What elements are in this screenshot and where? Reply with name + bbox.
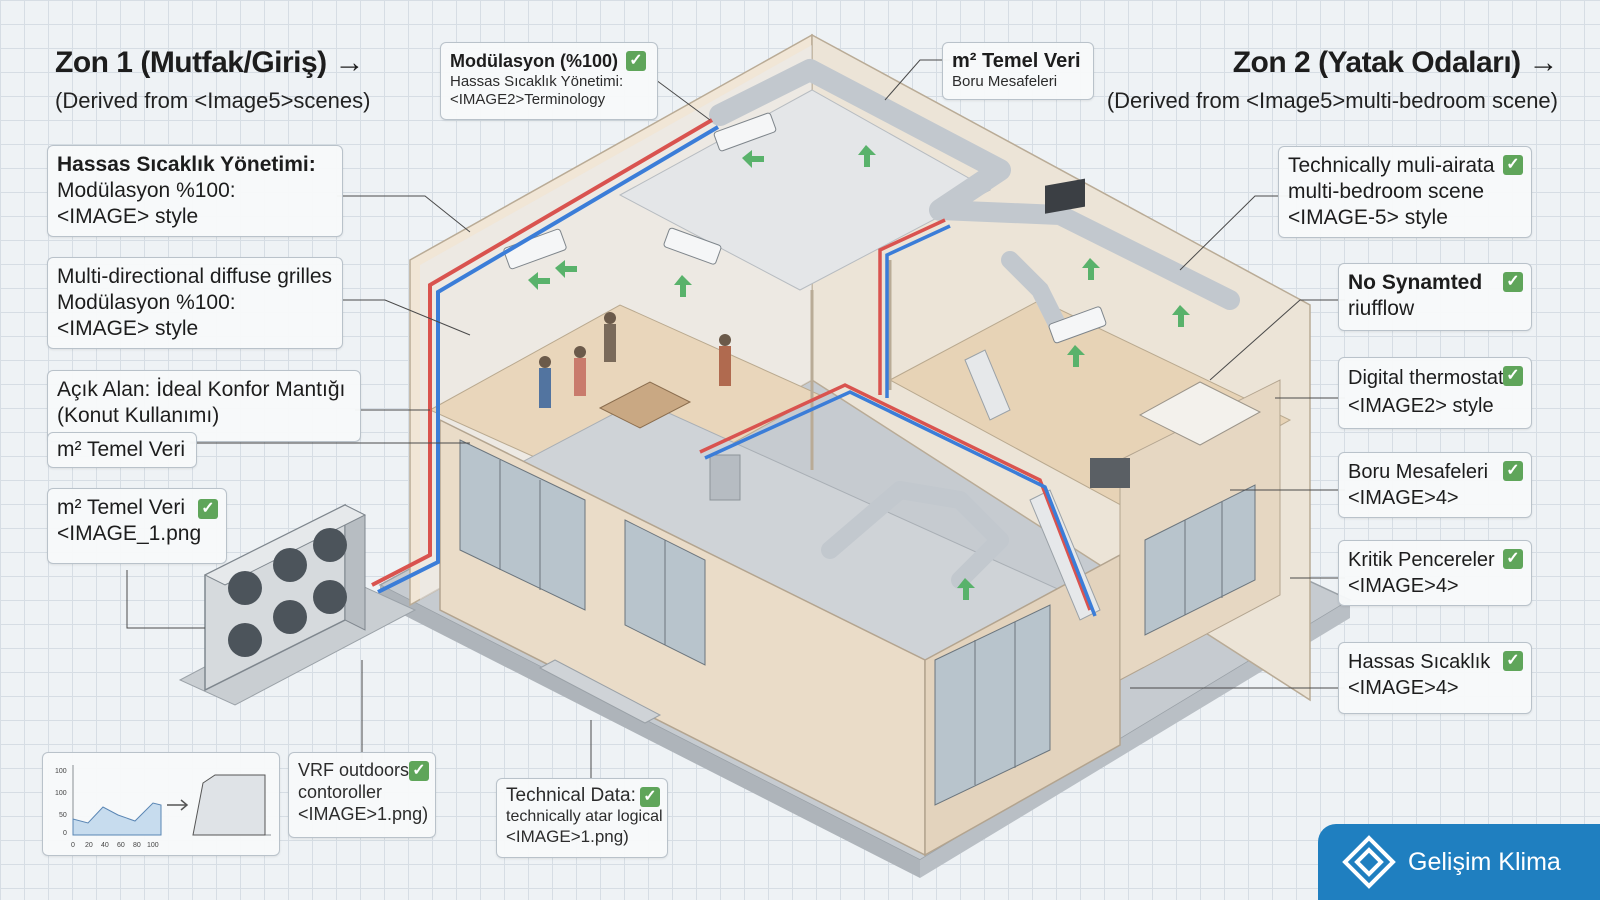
vrf-outdoor-unit [203, 503, 367, 692]
brand-name: Gelişim Klima [1408, 848, 1561, 876]
callout-vrf-outdoor-controller: VRF outdoors contoroller <IMAGE>1.png) ✓ [288, 752, 436, 838]
mini-chart-area [72, 802, 162, 836]
callout-technically-muli-airata: Technically muli-airata multi-bedroom sc… [1278, 146, 1532, 238]
return-pipe [377, 125, 720, 594]
check-icon: ✓ [1503, 366, 1523, 386]
callout-hassas-sicaklik: Hassas Sıcaklık <IMAGE>4> ✓ [1338, 642, 1532, 714]
callout-m2-temel-veri: m² Temel Veri <IMAGE_1.png ✓ [47, 488, 227, 564]
zone2-subtitle: (Derived from <Image5>multi-bedroom scen… [1106, 88, 1558, 113]
callout-line: (Konut Kullanımı) [57, 404, 220, 427]
duct-upper [709, 59, 1011, 221]
mini-chart: 100 100 50 0 0 20 40 60 80 100 [55, 765, 271, 849]
callout-line: riufflow [1348, 297, 1415, 320]
callout-line: <IMAGE> style [57, 317, 199, 340]
callout-line: <IMAGE_1.png [57, 522, 202, 545]
diamond-logo-icon [1342, 835, 1396, 889]
callout-line: <IMAGE>4> [1348, 677, 1459, 699]
callout-digital-thermostat: Digital thermostat <IMAGE2> style ✓ [1338, 357, 1532, 429]
brand-badge: Gelişim Klima [1318, 824, 1600, 900]
callout-acik-alan-m2: m² Temel Veri [47, 432, 197, 468]
callout-line: VRF outdoors [298, 760, 410, 780]
callout-multi-directional-grilles: Multi-directional diffuse grilles Modüla… [47, 257, 343, 349]
callout-line: <IMAGE>4> [1348, 575, 1459, 597]
callout-modulasyon: Modülasyon (%100) Hassas Sıcaklık Yöneti… [440, 42, 658, 120]
callout-line: <IMAGE2>Terminology [450, 91, 606, 108]
xtick: 40 [101, 842, 109, 849]
ytick: 0 [63, 830, 67, 837]
xtick: 100 [147, 842, 159, 849]
callout-kritik-pencereler: Kritik Pencereler <IMAGE>4> ✓ [1338, 540, 1532, 606]
arrow-right-icon [167, 799, 189, 811]
callout-line: <IMAGE2> style [1348, 395, 1494, 417]
callout-title: No Synamted [1348, 271, 1483, 294]
callout-acik-alan: Açık Alan: İdeal Konfor Mantığı (Konut K… [47, 370, 361, 442]
callout-title: Modülasyon (%100) [450, 51, 619, 71]
xtick: 80 [133, 842, 141, 849]
check-icon: ✓ [1503, 272, 1523, 292]
indoor-unit-2 [663, 227, 722, 265]
xtick: 0 [71, 842, 75, 849]
callout-line: Digital thermostat [1348, 367, 1504, 389]
bed [1138, 381, 1262, 446]
callout-line: Multi-directional diffuse grilles [57, 265, 333, 288]
check-icon: ✓ [1503, 651, 1523, 671]
check-icon: ✓ [1503, 549, 1523, 569]
zone2-title: Zon 2 (Yatak Odaları) → [1232, 46, 1559, 79]
callout-line: Technically muli-airata [1288, 154, 1495, 177]
callout-line: Hassas Sıcaklık Yönetimi: [450, 73, 624, 90]
callout-line: Modülasyon %100: [57, 291, 236, 314]
callout-line: <IMAGE>1.png) [298, 804, 429, 824]
callout-line: <IMAGE>1.png) [506, 827, 629, 846]
callout-title: m² Temel Veri [952, 50, 1081, 72]
callout-line: m² Temel Veri [57, 496, 185, 519]
ytick: 100 [55, 768, 67, 775]
check-icon: ✓ [1503, 155, 1523, 175]
zone1-subtitle: (Derived from <Image5>scenes) [55, 88, 371, 113]
callout-line: Modülasyon %100: [57, 179, 236, 202]
zone1-title: Zon 1 (Mutfak/Giriş) → [55, 46, 365, 79]
callout-hassas-sicaklik-yonetimi: Hassas Sıcaklık Yönetimi: Modülasyon %10… [47, 145, 343, 237]
callout-technical-data: Technical Data: technically atar logical… [496, 778, 668, 858]
callout-line: contoroller [298, 782, 383, 802]
supply-pipe [371, 118, 714, 587]
ytick: 100 [55, 790, 67, 797]
check-icon: ✓ [640, 787, 660, 807]
xtick: 20 [85, 842, 93, 849]
indoor-unit-4 [1048, 306, 1107, 344]
callout-title: Hassas Sıcaklık Yönetimi: [57, 153, 316, 176]
check-icon: ✓ [626, 51, 646, 71]
callout-line: Boru Mesafeleri [1348, 461, 1489, 483]
mini-chart-card: 100 100 50 0 0 20 40 60 80 100 [42, 752, 280, 856]
callout-no-synamted: No Synamted riufflow ✓ [1338, 263, 1532, 331]
callout-line: Boru Mesafeleri [952, 73, 1058, 90]
ytick: 50 [59, 812, 67, 819]
callout-line: technically atar logical [506, 808, 663, 825]
xtick: 60 [117, 842, 125, 849]
duct-lower [821, 481, 1009, 589]
indoor-unit-3 [713, 112, 777, 152]
callout-boru-mesafeleri: Boru Mesafeleri <IMAGE>4> ✓ [1338, 452, 1532, 518]
callout-line: Hassas Sıcaklık [1348, 651, 1491, 673]
callout-line: Technical Data: [506, 785, 636, 806]
check-icon: ✓ [409, 761, 429, 781]
callout-line: Açık Alan: İdeal Konfor Mantığı [57, 378, 346, 401]
callout-line: <IMAGE-5> style [1288, 206, 1448, 229]
check-icon: ✓ [198, 499, 218, 519]
callout-line: multi-bedroom scene [1288, 180, 1485, 203]
callout-line: <IMAGE> style [57, 205, 199, 228]
callout-line: m² Temel Veri [57, 438, 185, 461]
check-icon: ✓ [1503, 461, 1523, 481]
callout-line: <IMAGE>4> [1348, 487, 1459, 509]
callout-m2-temel-veri-top: m² Temel Veri Boru Mesafeleri [942, 42, 1094, 100]
callout-line: Kritik Pencereler [1348, 549, 1495, 571]
mini-chart-area-2 [192, 774, 266, 836]
